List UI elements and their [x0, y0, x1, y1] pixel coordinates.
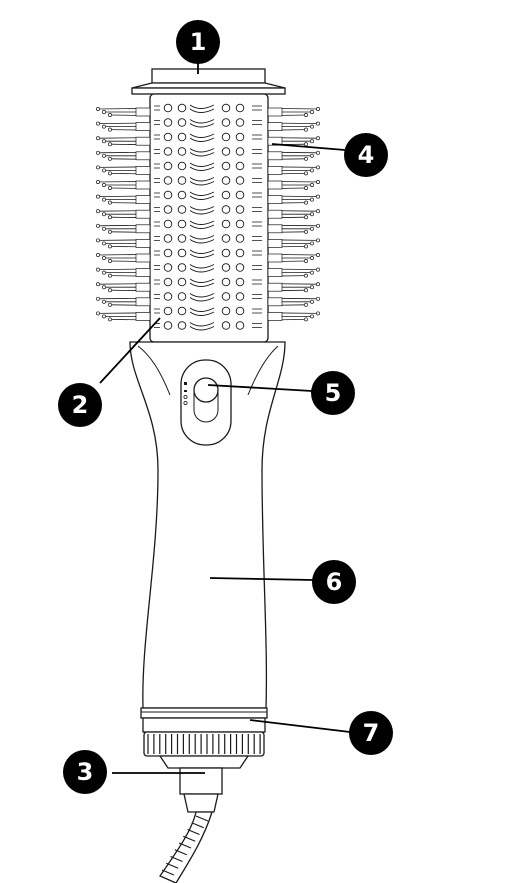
cord-collar [140, 707, 268, 769]
callout-4: 4 [344, 133, 388, 177]
callout-5: 5 [311, 371, 355, 415]
callout-7: 7 [349, 711, 393, 755]
cord-strain-relief [161, 815, 209, 876]
leader-lines [99, 62, 351, 774]
collar-ridges [147, 734, 261, 754]
bristles [96, 107, 320, 322]
callout-3-label: 3 [77, 758, 94, 786]
top-cap [131, 68, 286, 95]
callout-2-label: 2 [72, 391, 89, 419]
brush-barrel [149, 93, 269, 343]
callout-2: 2 [58, 383, 102, 427]
callout-6: 6 [312, 560, 356, 604]
callout-6-label: 6 [326, 568, 343, 596]
callout-7-label: 7 [363, 719, 380, 747]
callout-5-label: 5 [325, 379, 342, 407]
callout-4-label: 4 [358, 141, 375, 169]
callout-1: 1 [176, 20, 220, 64]
callout-3: 3 [63, 750, 107, 794]
power-cord [159, 767, 223, 883]
switch-markers [183, 382, 188, 405]
handle [129, 341, 286, 709]
barrel-vent-pattern [154, 103, 262, 331]
callout-1-label: 1 [190, 28, 207, 56]
